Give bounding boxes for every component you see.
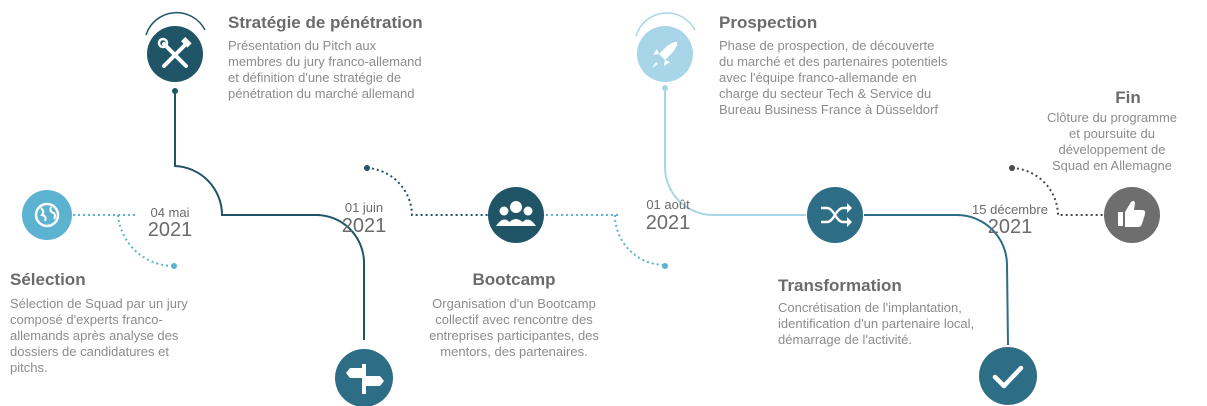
date-day-mai: 04 mai [150,205,190,220]
thumbs-up-icon [1104,187,1160,243]
arc-prospection [635,12,696,37]
arc-strategie [145,11,206,36]
dot-selection [171,263,177,269]
step-title-selection: Sélection [10,270,86,289]
checkmark-icon [979,347,1037,405]
step-title-fin: Fin [1115,88,1141,107]
step-desc-fin: Clôture du programme et poursuite du dév… [1046,110,1178,173]
dot-strategie [172,88,178,94]
date-year-aout: 2021 [645,212,691,234]
date-year-decembre: 2021 [987,216,1033,238]
dot-fin [1009,165,1015,171]
date-day-decembre: 15 décembre [972,202,1048,217]
step-title-bootcamp: Bootcamp [472,270,556,289]
connector-prospection [664,88,806,216]
dot-aout [662,263,668,269]
connector-juin-arc-down [314,213,365,340]
dot-prospection [662,85,668,91]
signpost-icon [335,349,393,406]
step-desc-strategie: Présentation du Pitch aux membres du jur… [228,38,422,101]
date-year-mai: 2021 [147,219,193,241]
step-title-strategie: Stratégie de pénétration [228,13,423,32]
step-desc-bootcamp: Organisation d'un Bootcamp collectif ave… [429,296,599,359]
team-icon [488,187,544,243]
connector-strategie [174,91,320,216]
shuffle-icon [807,187,863,243]
step-title-prospection: Prospection [719,13,818,32]
date-year-juin: 2021 [341,215,387,237]
globe-icon [22,190,72,240]
step-desc-transformation: Concrétisation de l'implantation, identi… [778,300,975,347]
dot-juin [364,165,370,171]
step-desc-selection: Sélection de Squad par un jury composé d… [10,296,188,375]
tools-icon [147,26,203,82]
rocket-icon [637,26,693,82]
step-title-transformation: Transformation [778,276,902,295]
step-desc-prospection: Phase de prospection, de découverte du m… [719,38,948,117]
connector-selection-arc [117,214,175,268]
date-day-aout: 01 août [646,197,690,212]
date-day-juin: 01 juin [344,200,384,215]
connector-dec-arc-down [956,214,1009,346]
